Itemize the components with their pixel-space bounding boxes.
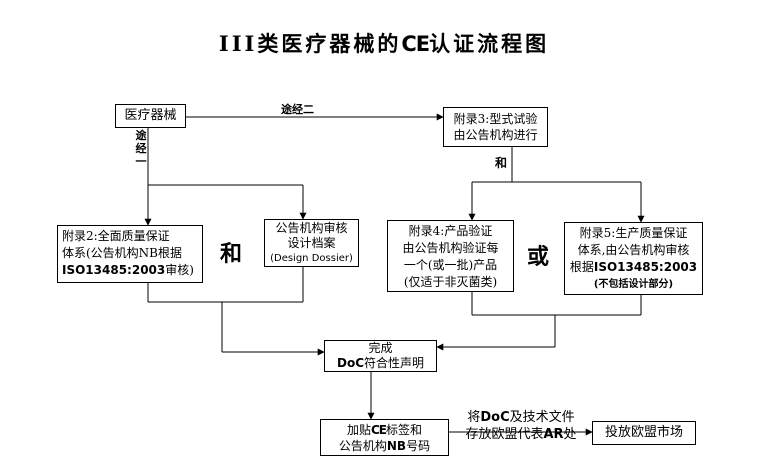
node-annex2: 附录2:全面质量保证 体系(公告机构NB根据 ISO13485:2003审核) [57,225,203,283]
route1-char2: 经 [135,142,147,155]
page-title: III类医疗器械的CE认证流程图 [0,28,768,58]
annex5-standard: ISO13485:2003 [593,260,698,274]
store-line1-post: 及技术文件 [509,410,575,425]
ce-logo: CE [401,32,430,56]
or-label-big: 或 [527,244,550,270]
annex2-line3-rest: 审核) [165,263,194,277]
annex5-line4: (不包括设计部分) [593,279,674,290]
store-docs-label: 将DoC及技术文件 存放欧盟代表AR处 [452,409,590,443]
nb-review-line3: (Design Dossier) [270,253,353,264]
annex2-line1: 附录2:全面质量保证 [62,229,170,243]
doc-abbrev: DoC [336,356,364,370]
market-label: 投放欧盟市场 [604,425,683,440]
ce-line1-pre: 加贴 [346,423,371,437]
route1-label: 途 经 一 [134,129,148,168]
route1-char3: 一 [135,155,147,168]
route2-label: 途经二 [281,103,314,116]
nb-review-line1: 公告机构审核 [275,221,348,235]
node-annex5: 附录5:生产质量保证 体系,由公告机构审核 根据ISO13485:2003 (不… [564,222,703,295]
store-line1-pre: 将 [467,410,481,425]
annex4-line3: 一个(或一批)产品 [403,258,498,272]
nb-review-line2: 设计档案 [287,236,336,250]
node-medical-device: 医疗器械 [115,104,186,128]
annex2-standard: ISO13485:2003 [62,263,166,277]
route1-char1: 途 [135,129,147,142]
ce-line1-post: 标签和 [386,423,423,437]
ce-line2-pre: 公告机构 [338,439,387,453]
node-doc-declaration: 完成 DoC符合性声明 [324,340,437,372]
annex5-line2: 体系,由公告机构审核 [577,243,690,257]
annex5-line3-pre: 根据 [569,260,594,274]
store-doc-abbrev: DoC [480,410,510,425]
doc-line1: 完成 [368,341,393,355]
annex3-line1: 附录3:型式试验 [453,112,538,126]
annex4-line2: 由公告机构验证每 [402,241,499,255]
annex4-line4: (仅适于非灭菌类) [403,275,498,289]
annex5-line1: 附录5:生产质量保证 [579,226,688,240]
store-line2-pre: 存放欧盟代表 [465,427,544,442]
node-annex3: 附录3:型式试验 由公告机构进行 [443,107,548,147]
ce-nb-abbrev: NB [386,439,407,453]
ce-line2-post: 号码 [406,439,431,453]
annex2-line2: 体系(公告机构NB根据 [62,246,183,260]
store-line2-post: 处 [563,427,577,442]
annex4-line1: 附录4:产品验证 [408,224,493,238]
node-affix-ce-mark: 加贴CE标签和 公告机构NB号码 [320,419,449,456]
store-ar-abbrev: AR [543,427,564,442]
node-annex4: 附录4:产品验证 由公告机构验证每 一个(或一批)产品 (仅适于非灭菌类) [387,220,514,292]
and-label-big: 和 [220,241,243,267]
title-suffix: 认证流程图 [429,31,550,56]
ce-mark-logo: CE [370,423,387,437]
and-label-small: 和 [495,156,508,170]
node-medical-device-label: 医疗器械 [124,108,177,123]
title-prefix: III类医疗器械的 [218,31,402,56]
doc-line2-rest: 符合性声明 [364,356,425,370]
annex3-line2: 由公告机构进行 [453,128,538,142]
node-nb-design-review: 公告机构审核 设计档案 (Design Dossier) [264,219,359,267]
node-eu-market: 投放欧盟市场 [592,421,696,445]
